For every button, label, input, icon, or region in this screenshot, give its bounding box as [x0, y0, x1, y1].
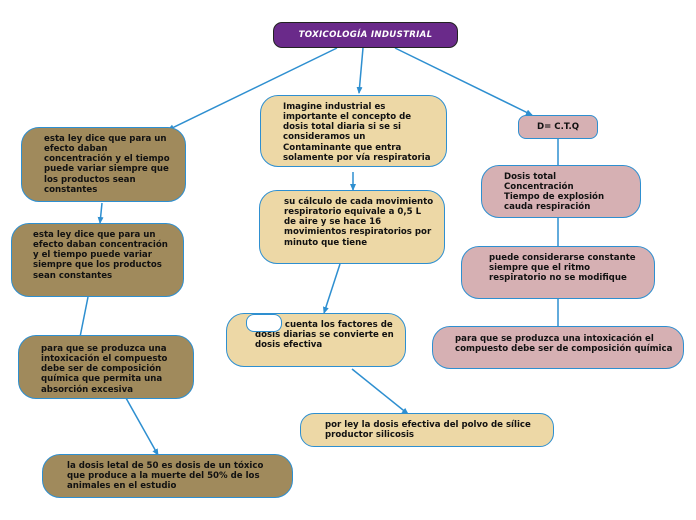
left-node-3-text: para que se produzca una intoxicación el…: [41, 344, 168, 395]
center-node-4: por ley la dosis efectiva del polvo de s…: [300, 413, 554, 447]
title-node: TOXICOLOGÍA INDUSTRIAL: [273, 22, 458, 48]
connector-title-left: [167, 47, 338, 131]
right-node-3-text: para que se produzca una intoxicación el…: [455, 334, 673, 355]
connector-center-2-3: [323, 263, 341, 314]
connector-left-2-3: [79, 296, 89, 338]
connector-title-right: [394, 47, 533, 116]
left-node-4-text: la dosis letal de 50 es dosis de un tóxi…: [67, 461, 264, 492]
connector-title-center: [356, 47, 364, 94]
left-node-4: la dosis letal de 50 es dosis de un tóxi…: [42, 454, 293, 498]
center-node-1: Imagine industrial es importante el conc…: [260, 95, 447, 167]
right-node-3: para que se produzca una intoxicación el…: [432, 326, 684, 369]
right-node-1-text: Dosis total Concentración Tiempo de expl…: [504, 172, 605, 213]
left-node-2: esta ley dice que para un efecto daban c…: [11, 223, 184, 297]
left-node-1-text: esta ley dice que para un efecto daban c…: [44, 134, 170, 195]
center-node-2-text: su cálculo de cada movimiento respirator…: [284, 197, 434, 248]
title-text: TOXICOLOGÍA INDUSTRIAL: [298, 29, 433, 40]
center-node-4-text: por ley la dosis efectiva del polvo de s…: [325, 420, 531, 441]
left-node-2-text: esta ley dice que para un efecto daban c…: [33, 230, 168, 281]
connector-center-3-4: [351, 368, 409, 415]
formula-node: D= C.T.Q: [518, 115, 598, 139]
right-node-1: Dosis total Concentración Tiempo de expl…: [481, 165, 641, 218]
center-node-3-text: he en cuenta los factores de dosis diari…: [255, 320, 394, 351]
blank-label-tag: [246, 314, 282, 332]
connector-left-1-2: [97, 202, 104, 224]
center-node-1-text: Imagine industrial es importante el conc…: [283, 102, 431, 163]
center-node-2: su cálculo de cada movimiento respirator…: [259, 190, 445, 264]
left-node-1: esta ley dice que para un efecto daban c…: [21, 127, 186, 202]
formula-text: D= C.T.Q: [536, 121, 580, 132]
left-node-3: para que se produzca una intoxicación el…: [18, 335, 194, 399]
connector-left-3-4: [125, 397, 159, 456]
right-node-2-text: puede considerarse constante siempre que…: [489, 253, 636, 284]
right-node-2: puede considerarse constante siempre que…: [461, 246, 655, 299]
